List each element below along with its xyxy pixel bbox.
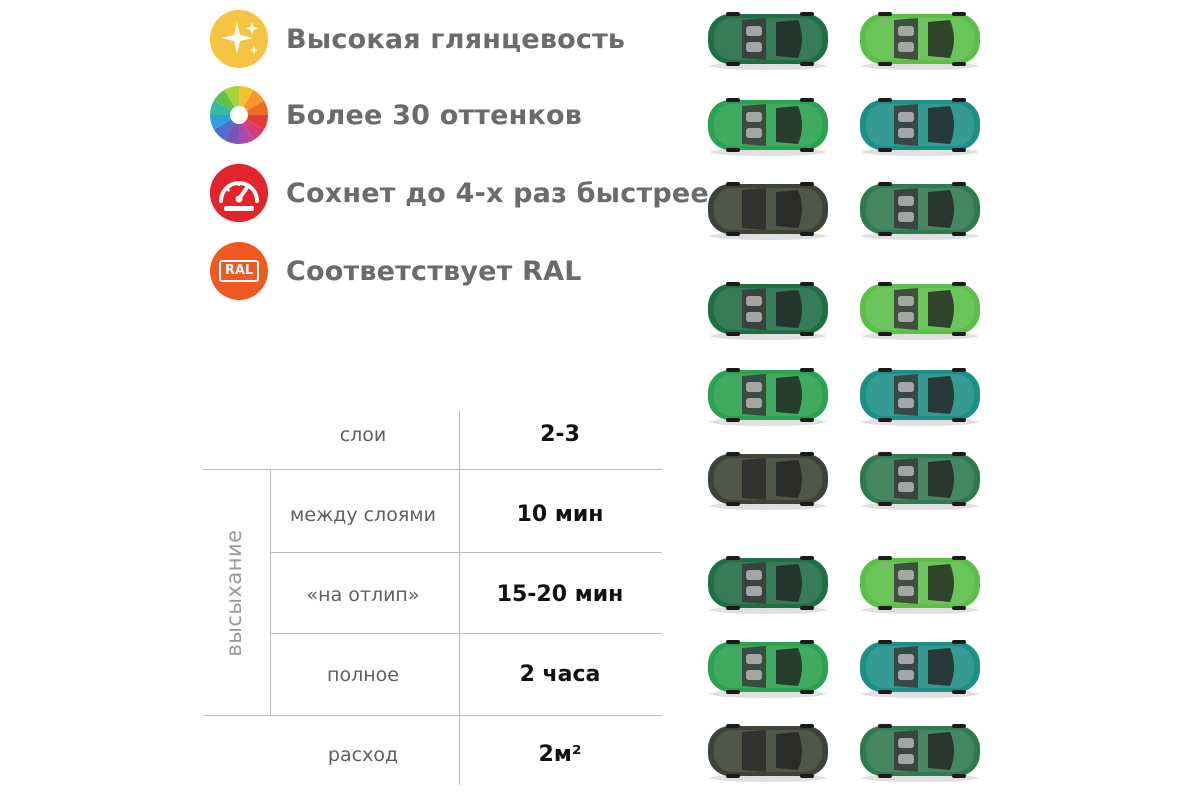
row-value: 10 мин	[516, 502, 604, 527]
car-image	[858, 720, 982, 782]
ral-icon: RAL	[210, 242, 268, 300]
car-image	[706, 94, 830, 156]
row-label: полное	[327, 664, 399, 686]
car-image	[858, 278, 982, 340]
feature-label: Высокая глянцевость	[286, 23, 626, 55]
row-value: 15-20 мин	[496, 582, 624, 607]
row-value: 2м²	[538, 742, 582, 767]
car-color-samples	[690, 0, 1000, 800]
car-image	[858, 178, 982, 240]
ral-icon-text: RAL	[218, 260, 260, 282]
car-image	[858, 448, 982, 510]
row-label: между слоями	[290, 504, 436, 526]
car-image	[706, 552, 830, 614]
car-image	[706, 448, 830, 510]
specs-table: высыхание слои 2-3 между слоями 10 мин «…	[203, 410, 662, 785]
table-divider	[270, 470, 271, 716]
car-image	[706, 278, 830, 340]
feature-label: Более 30 оттенков	[286, 99, 583, 131]
table-divider	[203, 715, 662, 716]
speedometer-icon	[210, 164, 268, 222]
car-image	[706, 364, 830, 426]
car-image	[858, 552, 982, 614]
table-divider	[270, 633, 662, 634]
car-image	[858, 8, 982, 70]
car-image	[706, 8, 830, 70]
feature-fast-drying: Сохнет до 4-х раз быстрее	[210, 163, 709, 223]
car-image	[706, 636, 830, 698]
table-divider	[203, 469, 662, 470]
drying-group-label: высыхание	[222, 529, 246, 657]
feature-glossiness: Высокая глянцевость	[210, 9, 625, 69]
table-divider	[270, 552, 662, 553]
feature-ral: RAL Соответствует RAL	[210, 241, 582, 301]
feature-shades: Более 30 оттенков	[210, 85, 582, 145]
table-divider	[459, 410, 460, 785]
car-image	[706, 178, 830, 240]
car-image	[858, 94, 982, 156]
color-wheel-icon	[210, 86, 268, 144]
row-label: слои	[339, 424, 387, 446]
car-image	[858, 364, 982, 426]
feature-label: Соответствует RAL	[286, 255, 582, 287]
car-image	[706, 720, 830, 782]
row-value: 2-3	[540, 422, 580, 447]
row-label: расход	[327, 744, 399, 766]
car-image	[858, 636, 982, 698]
feature-label: Сохнет до 4-х раз быстрее	[286, 177, 709, 209]
row-label: «на отлип»	[306, 584, 420, 606]
row-value: 2 часа	[519, 662, 601, 687]
sparkle-icon	[210, 10, 268, 68]
